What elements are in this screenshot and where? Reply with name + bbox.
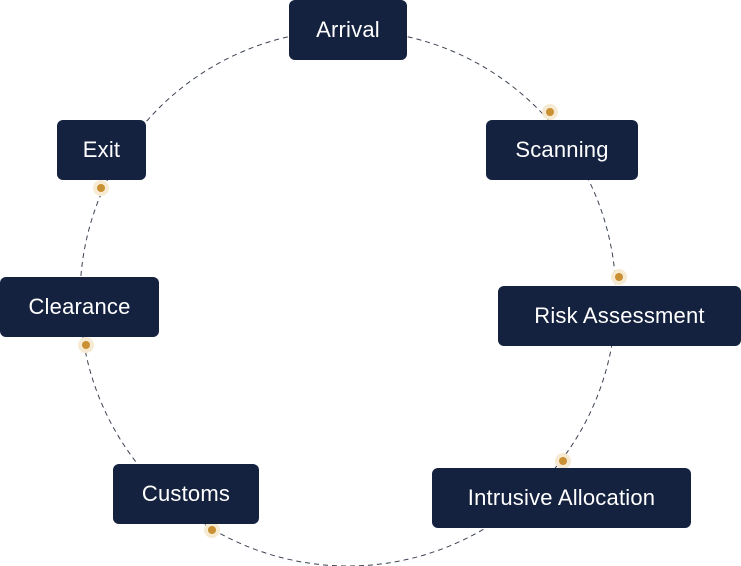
stage-label: Arrival: [316, 17, 380, 42]
stage-exit: Exit: [57, 120, 146, 180]
stage-label: Exit: [82, 137, 121, 162]
stage-intrusive-allocation: Intrusive Allocation: [432, 468, 691, 528]
connector-dot: [78, 337, 94, 353]
connector-dot: [204, 522, 220, 538]
stage-label: Risk Assessment: [534, 303, 705, 328]
connector-dot: [555, 453, 571, 469]
stage-clearance: Clearance: [0, 277, 159, 337]
stage-scanning: Scanning: [486, 120, 638, 180]
stage-arrival: Arrival: [289, 0, 407, 60]
connector-dot: [611, 269, 627, 285]
connector-dot: [93, 180, 109, 196]
stage-risk-assessment: Risk Assessment: [498, 286, 741, 346]
stage-label: Clearance: [28, 294, 131, 319]
stage-label: Customs: [141, 481, 231, 506]
stage-label: Scanning: [515, 137, 609, 162]
connector-dot: [542, 104, 558, 120]
stage-label: Intrusive Allocation: [467, 485, 656, 510]
stage-customs: Customs: [113, 464, 259, 524]
